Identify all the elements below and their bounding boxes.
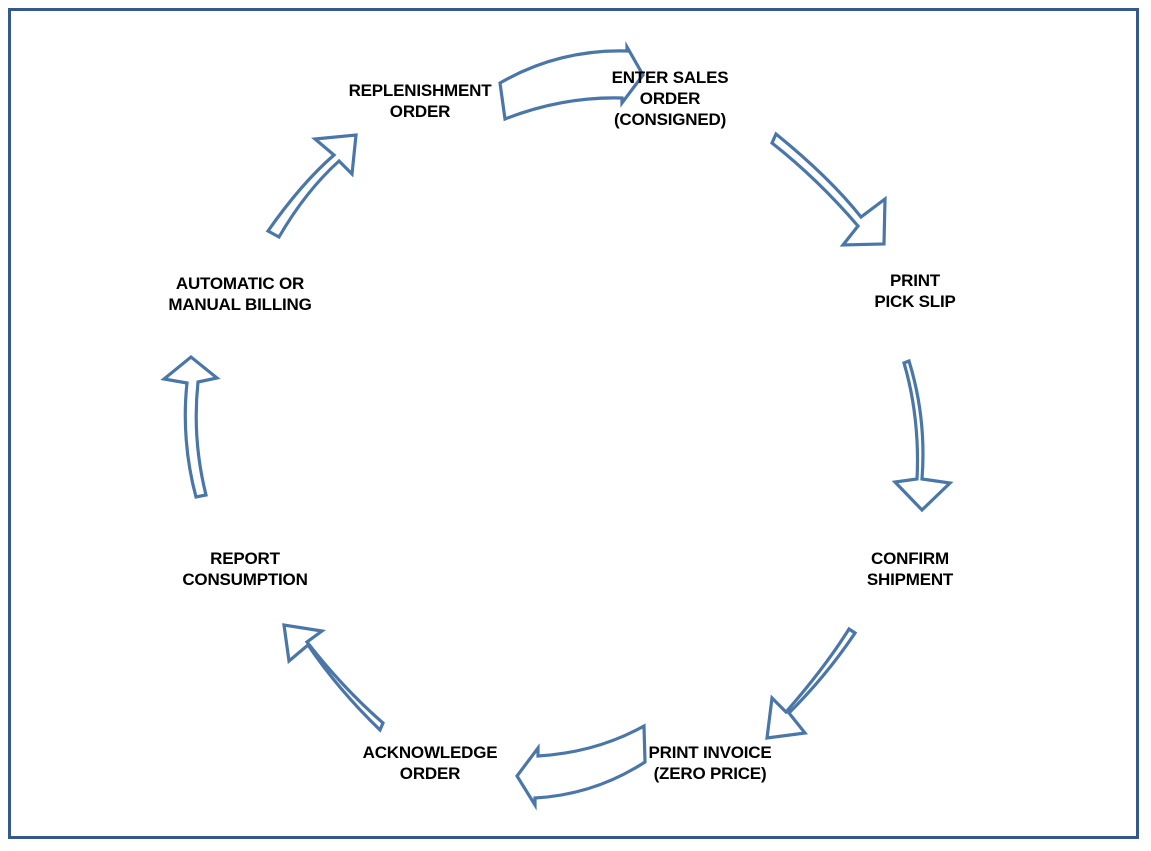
arrow-report-to-billing — [160, 354, 221, 499]
arrow-invoice-to-acknowledge — [515, 723, 647, 811]
arrow-confirm-to-invoice — [765, 626, 858, 740]
arrow-pick-slip-to-confirm — [891, 358, 954, 513]
node-label-replenishment-order: REPLENISHMENT ORDER — [348, 81, 492, 121]
arrow-acknowledge-to-report — [282, 623, 385, 733]
arrow-enter-sales-to-pick-slip — [770, 131, 887, 247]
arrow-billing-to-replenishment — [265, 133, 358, 240]
node-label-confirm-shipment: CONFIRM SHIPMENT — [866, 549, 954, 589]
node-label-print-invoice: PRINT INVOICE (ZERO PRICE) — [648, 743, 772, 783]
node-label-report-consumption: REPORT CONSUMPTION — [182, 549, 308, 589]
node-label-automatic-or-manual-billing: AUTOMATIC OR MANUAL BILLING — [168, 274, 312, 314]
arrow-replenishment-to-enter-sales — [498, 40, 645, 122]
node-label-print-pick-slip: PRINT PICK SLIP — [874, 271, 956, 311]
node-label-enter-sales-order: ENTER SALES ORDER (CONSIGNED) — [611, 68, 729, 129]
node-label-acknowledge-order: ACKNOWLEDGE ORDER — [362, 743, 498, 783]
